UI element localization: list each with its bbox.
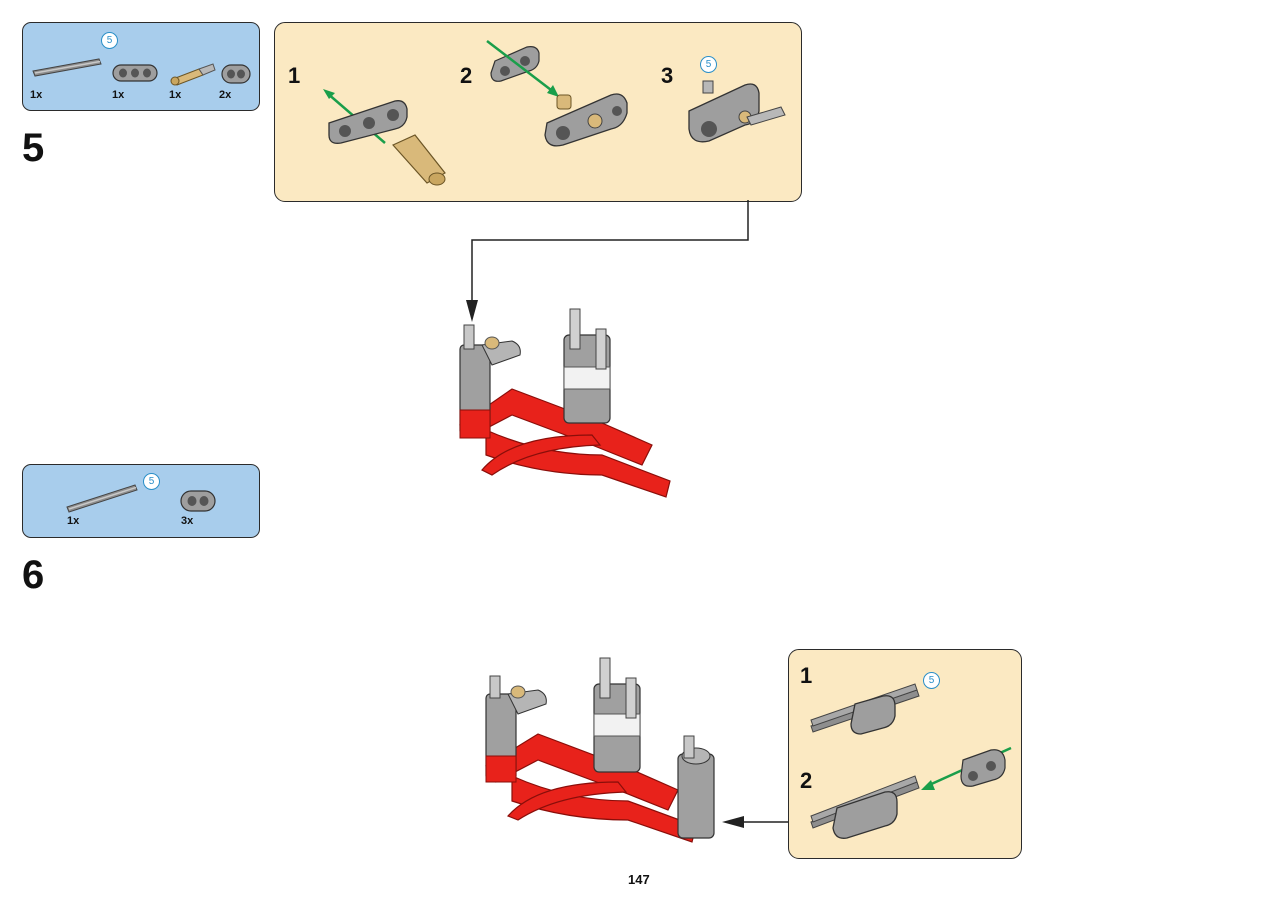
length-badge: 5 xyxy=(923,672,940,689)
step6-parts-list: 5 1x 3x xyxy=(22,464,260,538)
beam-3-icon xyxy=(112,64,158,82)
length-badge: 5 xyxy=(700,56,717,73)
step6-model-illustration xyxy=(485,657,715,843)
part-qty: 1x xyxy=(30,89,43,101)
step6-subassembly-callout: 1 5 2 xyxy=(788,649,1022,859)
substep-number: 1 xyxy=(288,63,301,88)
part-qty: 3x xyxy=(181,515,194,527)
step5-parts-list: 5 1x 1x 1x 2x xyxy=(22,22,260,111)
substep-number: 1 xyxy=(800,663,813,688)
length-badge: 5 xyxy=(101,32,118,49)
beam-2-icon xyxy=(221,64,251,84)
substep1-illustration xyxy=(323,89,446,186)
part-qty: 1x xyxy=(112,89,125,101)
step-number: 6 xyxy=(22,553,45,597)
substep2-illustration xyxy=(810,746,1012,839)
beam-2-icon xyxy=(180,490,216,512)
callout-connector-line xyxy=(466,200,749,322)
axle-icon xyxy=(66,484,138,513)
part-qty: 1x xyxy=(169,89,182,101)
page-number: 147 xyxy=(628,872,650,887)
part-qty: 2x xyxy=(219,89,232,101)
length-badge: 5 xyxy=(143,473,160,490)
step-number: 5 xyxy=(22,126,45,170)
axle-pin-icon xyxy=(170,63,216,86)
substep-number: 2 xyxy=(800,768,813,793)
substep-number: 2 xyxy=(460,63,473,88)
substep-number: 3 xyxy=(661,63,674,88)
step5-model-illustration xyxy=(459,308,671,498)
step5-subassembly-callout: 1 2 3 5 xyxy=(274,22,802,202)
part-qty: 1x xyxy=(67,515,80,527)
callout-connector-arrow xyxy=(722,816,788,828)
substep1-illustration xyxy=(810,683,920,735)
axle-icon xyxy=(32,58,102,77)
substep3-illustration xyxy=(688,80,786,143)
substep2-illustration xyxy=(486,40,628,147)
